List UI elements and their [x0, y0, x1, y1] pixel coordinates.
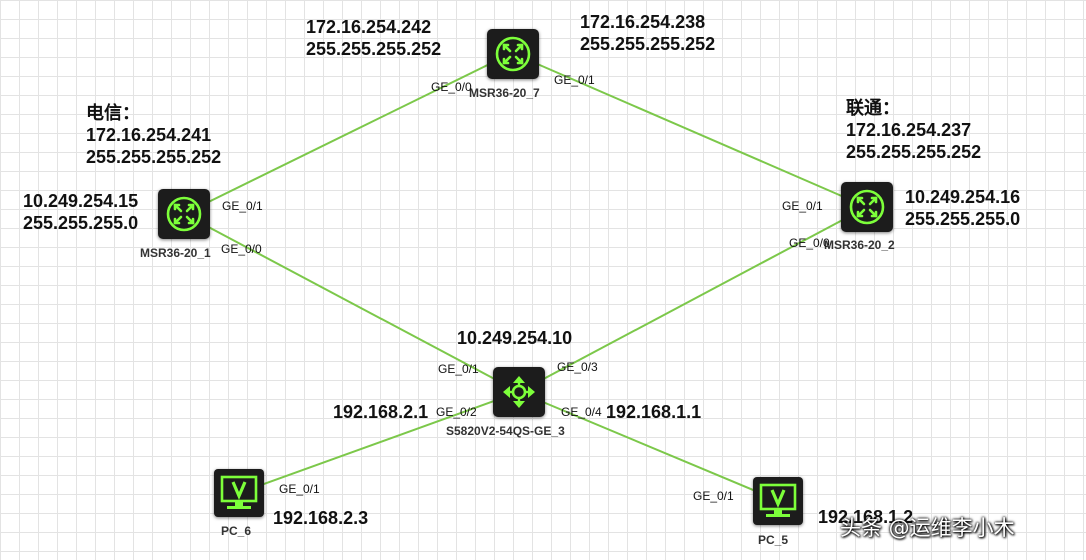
ip-switch-vlan2: 192.168.2.1 [333, 402, 429, 422]
port-msr2-ge0-0: GE_0/0 [789, 236, 830, 250]
ip-switch: 10.249.254.10 [457, 328, 573, 348]
port-pc6-ge0-1: GE_0/1 [279, 482, 320, 496]
ip-pc6: 192.168.2.3 [273, 508, 369, 528]
pc-6[interactable] [214, 469, 264, 517]
port-msr7-ge0-0: GE_0/0 [431, 80, 472, 94]
ip-switch-vlan1: 192.168.1.1 [606, 402, 702, 422]
device-name-msr1: MSR36-20_1 [140, 246, 211, 260]
router-msr36-20-7[interactable] [487, 29, 539, 79]
watermark: 头条 @运维李小木 [840, 516, 1015, 540]
switch-s5820v2[interactable] [493, 367, 545, 417]
link-msr7-msr2[interactable] [511, 52, 868, 208]
port-msr7-ge0-1: GE_0/1 [554, 73, 595, 87]
link-switch-pc5[interactable] [518, 391, 778, 501]
port-switch-ge0-3: GE_0/3 [557, 360, 598, 374]
ip-pc5: 192.168.1.2 [818, 507, 914, 527]
port-msr1-ge0-0: GE_0/0 [221, 242, 262, 256]
link-msr1-switch[interactable] [183, 213, 520, 393]
device-name-pc5: PC_5 [758, 533, 789, 547]
router-icon [849, 189, 885, 225]
port-switch-ge0-1: GE_0/1 [438, 362, 479, 376]
switch-icon [503, 376, 535, 408]
router-msr36-20-1[interactable] [158, 189, 210, 239]
port-msr1-ge0-1: GE_0/1 [222, 199, 263, 213]
pc-icon [220, 475, 258, 509]
device-name-switch: S5820V2-54QS-GE_3 [446, 424, 565, 438]
link-msr1-msr7[interactable] [183, 52, 513, 215]
pc-icon [759, 483, 797, 517]
port-msr2-ge0-1: GE_0/1 [782, 199, 823, 213]
router-msr36-20-2[interactable] [841, 182, 893, 232]
pc-5[interactable] [753, 477, 803, 525]
link-msr2-switch[interactable] [518, 206, 868, 393]
router-icon [166, 196, 202, 232]
router-icon [495, 36, 531, 72]
port-switch-ge0-2: GE_0/2 [436, 405, 477, 419]
port-switch-ge0-4: GE_0/4 [561, 405, 602, 419]
device-name-msr2: MSR36-20_2 [824, 238, 895, 252]
link-switch-pc6[interactable] [238, 391, 520, 494]
device-name-pc6: PC_6 [221, 524, 252, 538]
port-pc5-ge0-1: GE_0/1 [693, 489, 734, 503]
device-name-msr7: MSR36-20_7 [469, 86, 540, 100]
